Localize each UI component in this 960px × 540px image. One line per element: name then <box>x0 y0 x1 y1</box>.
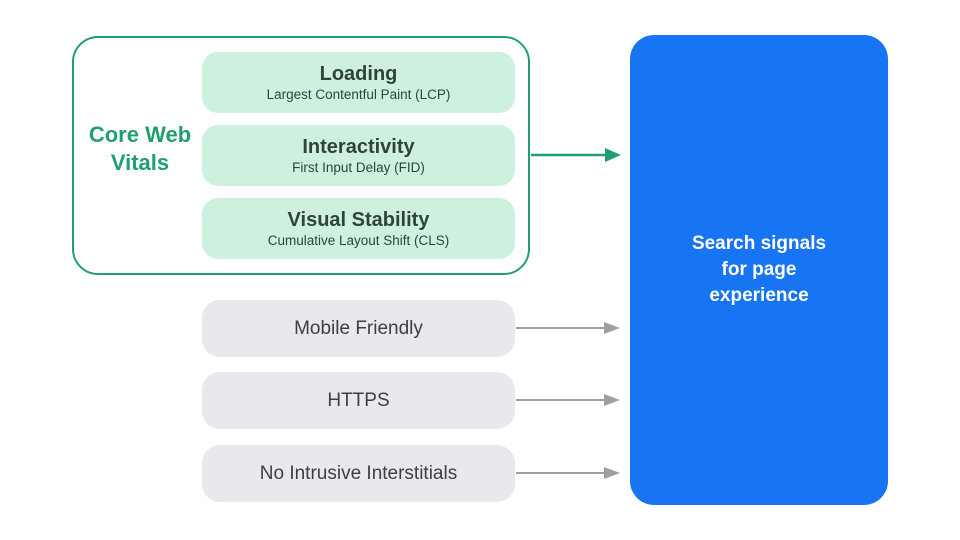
cwv-pill-loading: Loading Largest Contentful Paint (LCP) <box>202 52 515 113</box>
cwv-pill-interactivity: Interactivity First Input Delay (FID) <box>202 125 515 186</box>
core-web-vitals-container: Core Web Vitals Loading Largest Contentf… <box>72 36 530 275</box>
cwv-pill-loading-subtitle: Largest Contentful Paint (LCP) <box>266 87 451 102</box>
mobile-friendly-arrow-head <box>604 322 620 334</box>
signal-pill-mobile-friendly-label: Mobile Friendly <box>294 317 423 339</box>
search-signals-line-3: experience <box>709 285 809 306</box>
signal-pill-no-intrusive-interstitials-label: No Intrusive Interstitials <box>259 462 458 484</box>
search-signals-line-2: for page <box>721 259 797 280</box>
cwv-pill-interactivity-title: Interactivity <box>302 136 415 158</box>
core-web-vitals-arrow <box>531 148 621 162</box>
signal-pill-mobile-friendly: Mobile Friendly <box>202 300 515 357</box>
https-arrow <box>516 394 620 406</box>
core-web-vitals-arrow-head <box>605 148 621 162</box>
search-signals-line-1: Search signals <box>691 233 827 254</box>
mobile-friendly-arrow <box>516 322 620 334</box>
no-intrusive-interstitials-arrow <box>516 467 620 479</box>
cwv-pill-loading-title: Loading <box>319 63 398 85</box>
cwv-pill-visual-stability-title: Visual Stability <box>287 209 430 231</box>
cwv-pill-interactivity-subtitle: First Input Delay (FID) <box>292 160 425 175</box>
https-arrow-head <box>604 394 620 406</box>
core-web-vitals-label: Core Web Vitals <box>88 122 192 175</box>
signal-pill-no-intrusive-interstitials: No Intrusive Interstitials <box>202 445 515 502</box>
cwv-pill-visual-stability-subtitle: Cumulative Layout Shift (CLS) <box>267 233 450 248</box>
cwv-pill-visual-stability: Visual Stability Cumulative Layout Shift… <box>202 198 515 259</box>
no-intrusive-interstitials-arrow-head <box>604 467 620 479</box>
signal-pill-https: HTTPS <box>202 372 515 429</box>
search-signals-box: Search signals for page experience <box>630 35 888 505</box>
signal-pill-https-label: HTTPS <box>327 389 390 411</box>
